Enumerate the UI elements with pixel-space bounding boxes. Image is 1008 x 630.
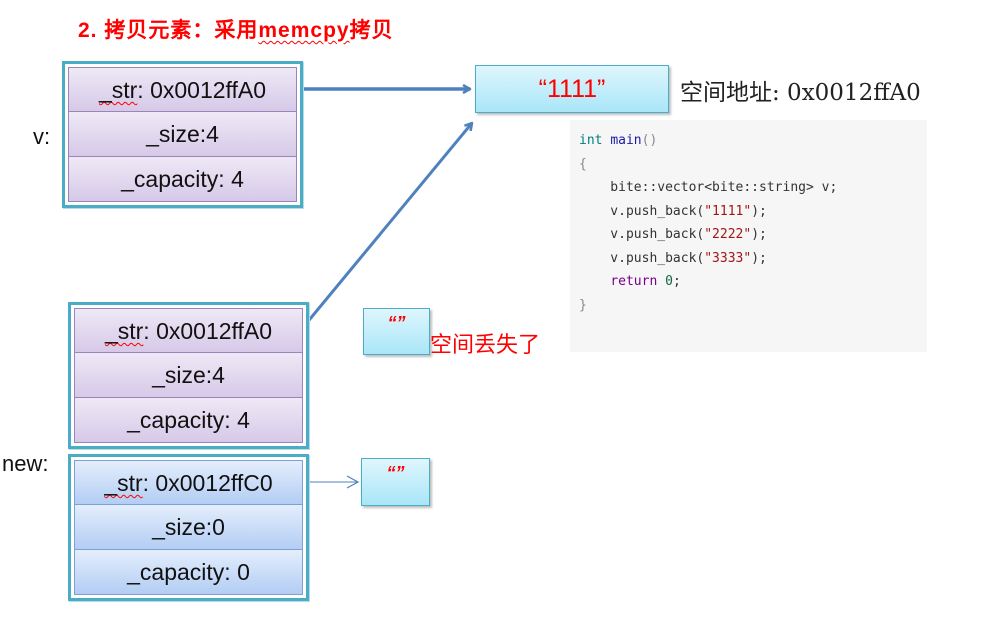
code-token: ); (751, 227, 767, 242)
code-token: bite::vector<bite::string> v; (579, 180, 838, 195)
code-token: "1111" (704, 203, 752, 219)
code-token (657, 274, 665, 289)
code-token: { (579, 156, 587, 172)
code-token (579, 274, 610, 289)
code-line: } (579, 294, 927, 318)
copied-struct: _str: 0x0012ffA0 _size:4 _capacity: 4 (68, 302, 309, 449)
code-line: { (579, 153, 927, 177)
string-box-1111: “1111” (475, 65, 669, 113)
code-token: v.push_back( (579, 250, 705, 266)
field-size: _size:4 (68, 112, 297, 157)
space-lost-label: 空间丢失了 (430, 333, 541, 358)
code-line: int main() (579, 129, 927, 153)
code-token: ); (751, 203, 767, 219)
code-line: v.push_back("2222"); (579, 223, 927, 247)
title-suffix: 拷贝 (349, 19, 394, 42)
code-block: int main(){ bite::vector<bite::string> v… (570, 120, 927, 352)
code-token: "2222" (704, 227, 752, 242)
code-line: return 0; (579, 270, 927, 294)
code-token: main (610, 133, 642, 148)
field-str: _str: 0x0012ffA0 (68, 67, 297, 112)
field-str: _str: 0x0012ffC0 (74, 460, 303, 505)
code-token: int (579, 133, 603, 148)
field-size: _size:4 (74, 353, 303, 398)
var-label-v: v: (33, 124, 51, 149)
code-token: } (579, 297, 587, 313)
slide-title: 2. 拷贝元素：采用memcpy拷贝 (78, 14, 394, 44)
address-label: 空间地址: 0x0012ffA0 (680, 80, 921, 106)
field-capacity: _capacity: 4 (68, 157, 297, 202)
code-token: v.push_back( (579, 227, 705, 242)
code-line: v.push_back("1111"); (579, 200, 927, 224)
string-box-lost: “” (363, 308, 430, 355)
arrow-copy-to-1111 (303, 123, 472, 326)
code-line: bite::vector<bite::string> v; (579, 176, 927, 200)
code-token: () (641, 133, 658, 148)
var-label-new: new: (2, 451, 49, 476)
field-capacity: _capacity: 0 (74, 550, 303, 595)
field-capacity: _capacity: 4 (74, 398, 303, 443)
code-line: v.push_back("3333"); (579, 247, 927, 271)
field-str: _str: 0x0012ffA0 (74, 308, 303, 353)
vector-v-struct: _str: 0x0012ffA0 _size:4 _capacity: 4 (62, 61, 303, 208)
title-memcpy: memcpy (258, 19, 350, 42)
code-token: ; (672, 274, 681, 289)
vector-new-struct: _str: 0x0012ffC0 _size:0 _capacity: 0 (68, 454, 309, 601)
field-size: _size:0 (74, 505, 303, 550)
code-token: return (610, 274, 658, 289)
title-prefix: 2. 拷贝元素：采用 (78, 19, 259, 42)
code-token: ); (751, 250, 767, 266)
code-token: "3333" (704, 250, 752, 266)
code-token: v.push_back( (579, 203, 705, 219)
string-box-new: “” (361, 458, 430, 506)
code-token: 0 (665, 274, 673, 289)
